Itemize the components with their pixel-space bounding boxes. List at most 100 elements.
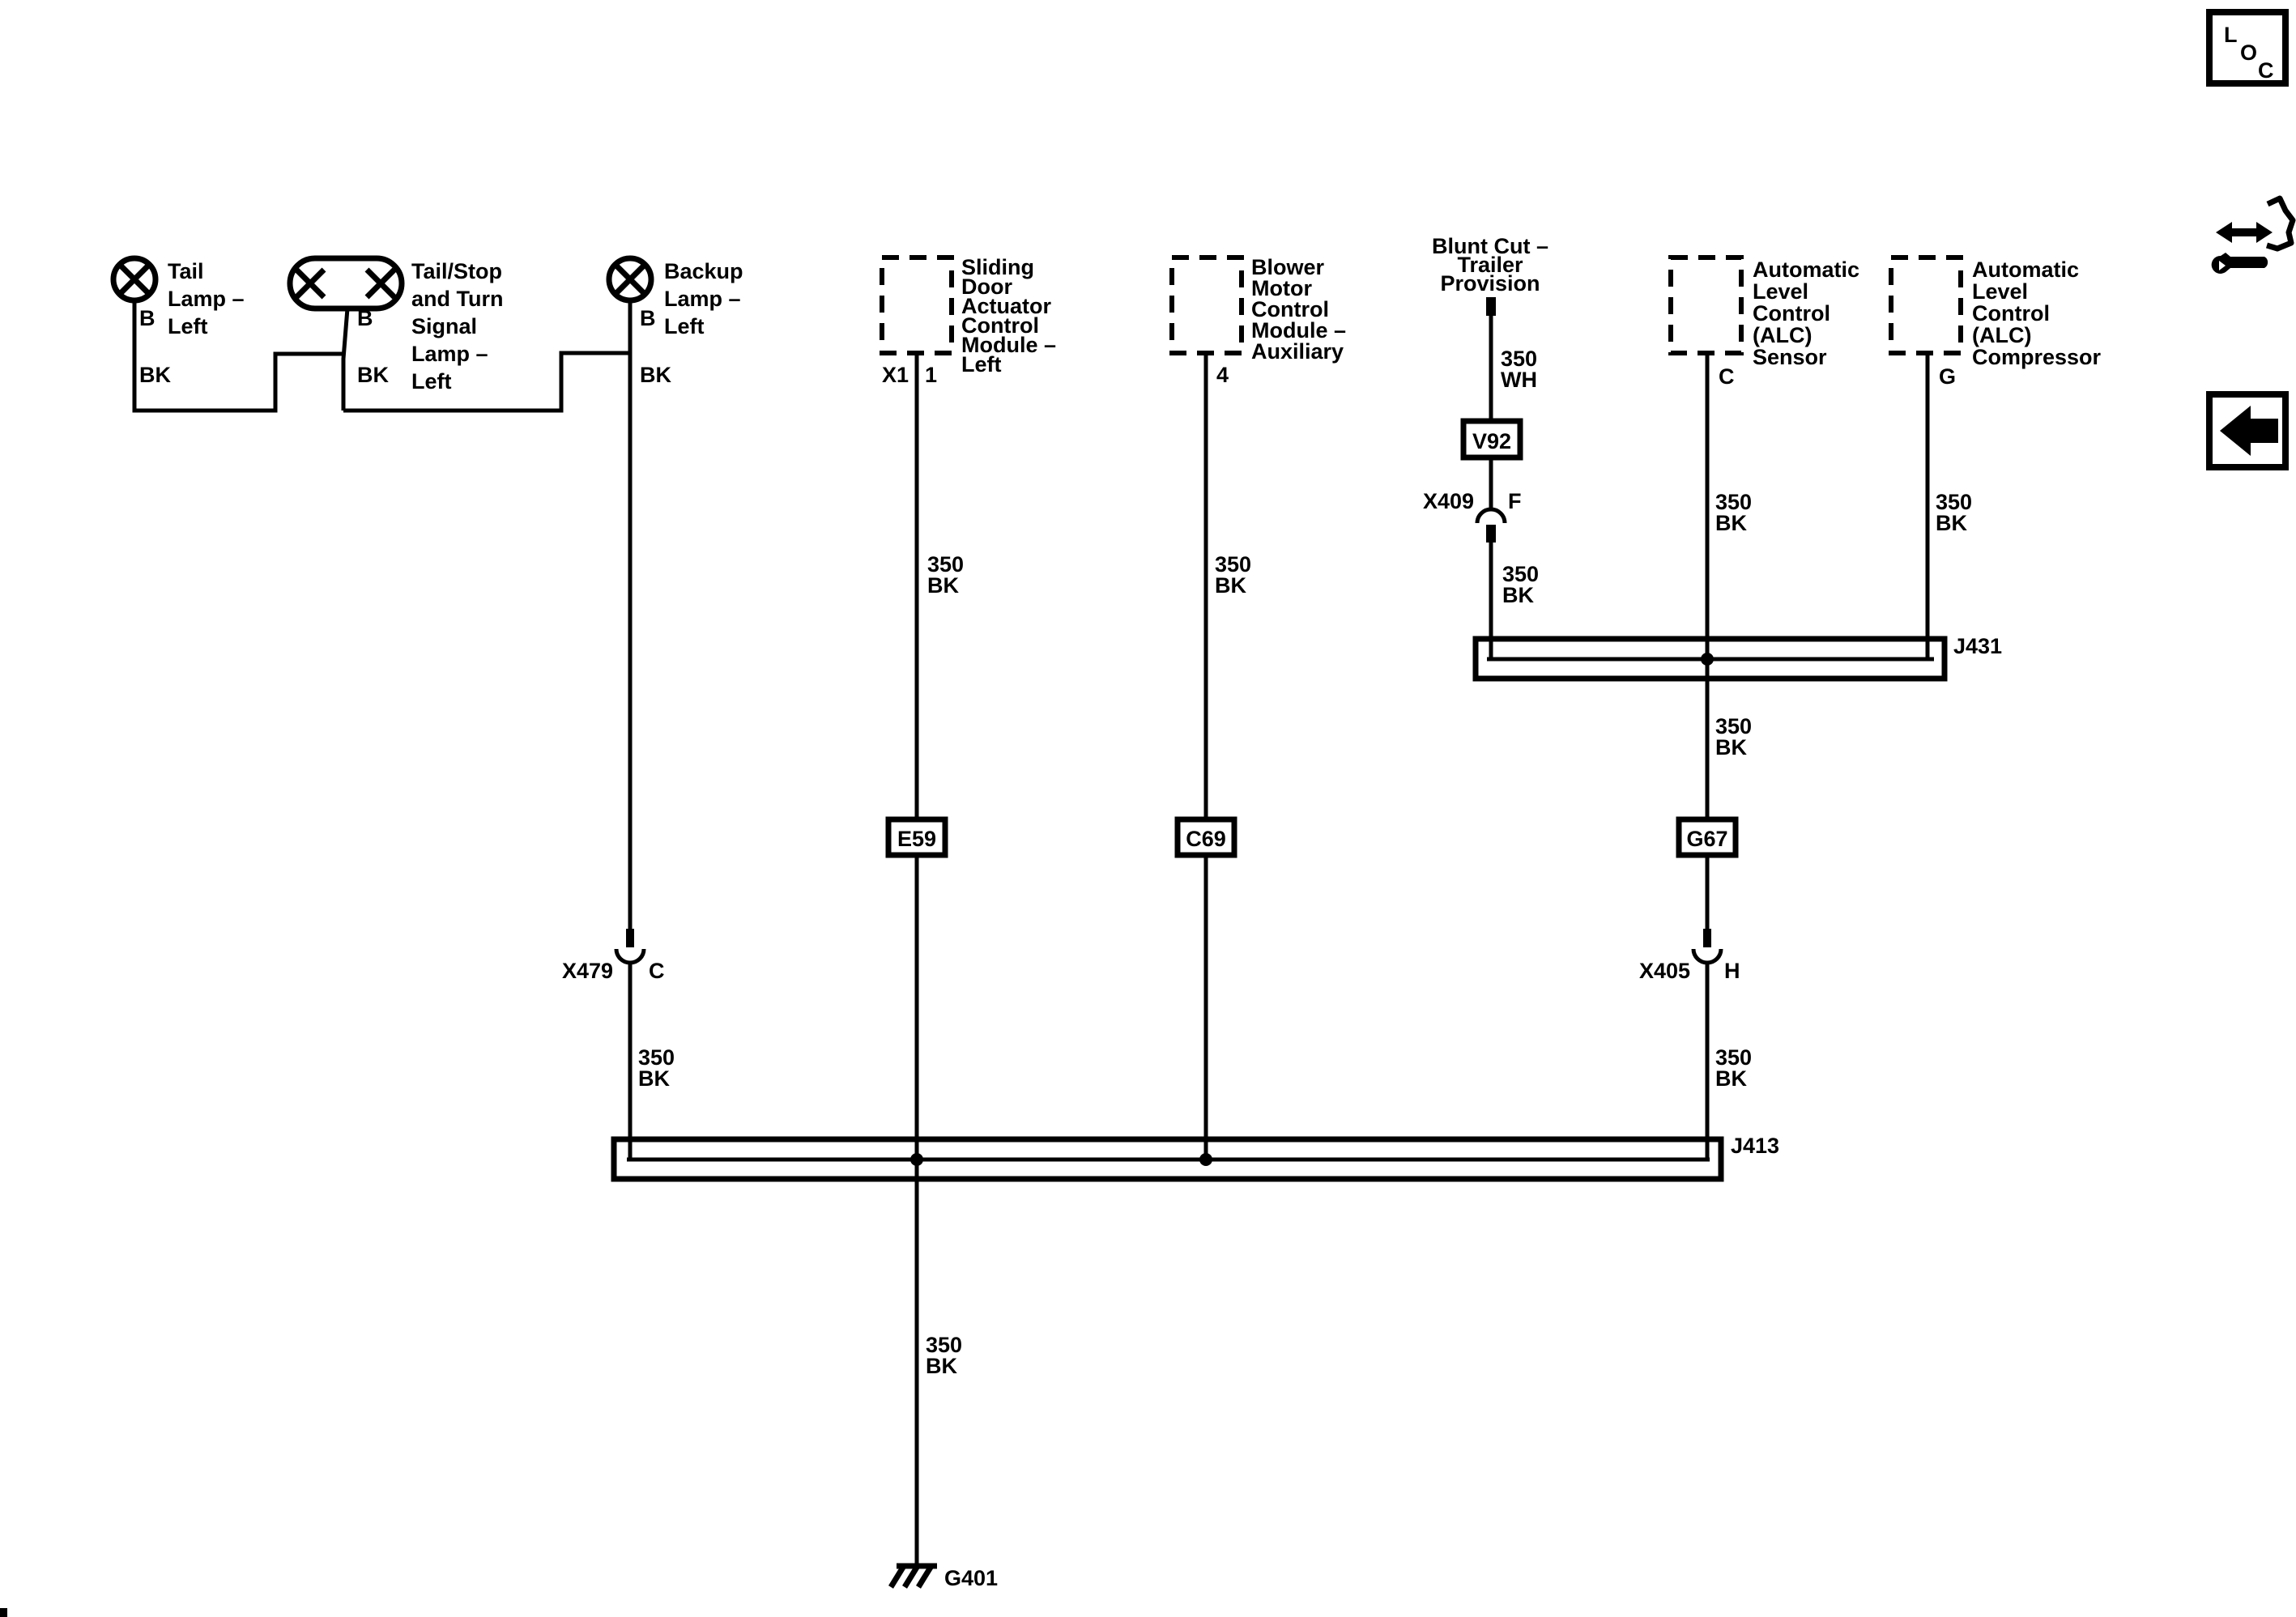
alc-compressor-box	[1889, 255, 1963, 355]
x479-socket-arc	[614, 948, 646, 965]
x479-name-label: X479	[562, 959, 613, 983]
alc-sensor-pin-label: C	[1719, 364, 1735, 389]
j413-label: J413	[1731, 1134, 1779, 1158]
tail-lamp-pin-label: B	[139, 306, 155, 330]
g401-label: G401	[944, 1566, 998, 1590]
splice-e59: E59	[885, 816, 948, 858]
wire-ground-bus-left	[343, 351, 628, 413]
j413-outer	[611, 1136, 1724, 1182]
c69-box	[1174, 816, 1237, 858]
loc-button-box[interactable]	[2206, 9, 2289, 87]
v92-label: V92	[1472, 429, 1511, 453]
x409-pin-symbol	[1486, 525, 1496, 543]
back-arrow-icon	[2220, 406, 2278, 456]
tail-stop-turn-lamp-pin-label: B	[357, 306, 373, 330]
x479-pin-label: C	[649, 959, 665, 983]
tools-double-arrow	[2216, 222, 2273, 243]
backup-lamp-pin-label: B	[640, 306, 656, 330]
loc-letter-l: L	[2224, 23, 2238, 47]
wire-tail-stop-lamp-stem	[341, 308, 350, 411]
x405-pin-symbol	[1703, 929, 1711, 947]
tools-icon[interactable]	[2211, 195, 2296, 274]
blower-module-box	[1169, 255, 1244, 355]
tools-pointer-outline	[2265, 195, 2296, 252]
sliding-door-connector-label: X1	[882, 363, 909, 387]
e59-label: E59	[897, 827, 936, 851]
j413-junction-dot-e59	[910, 1153, 923, 1166]
x479-pin-symbol	[626, 929, 634, 947]
x405-socket-arc	[1691, 948, 1723, 965]
g67-label: G67	[1686, 827, 1727, 851]
x405-name-label: X405	[1639, 959, 1690, 983]
alc-sensor-box	[1668, 255, 1744, 355]
splice-g67: G67	[1676, 816, 1739, 858]
v92-box	[1460, 418, 1523, 461]
wire-tail-lamp-stem	[132, 300, 343, 413]
j431-outer	[1472, 636, 1948, 682]
splice-c69: C69	[1174, 816, 1237, 858]
blunt-cut-terminal-symbol	[1486, 297, 1496, 316]
c69-label: C69	[1186, 827, 1226, 851]
x405-pin-label: H	[1724, 959, 1740, 983]
back-button[interactable]	[2206, 391, 2289, 470]
junction-block-j431: J431	[1472, 634, 2002, 682]
tail-lamp-symbol	[110, 255, 159, 304]
backup-lamp-x-glyph	[613, 262, 647, 296]
tail-stop-turn-lamp-wire-color: BK	[357, 363, 389, 387]
e59-box	[885, 816, 948, 858]
sliding-door-pin-label: 1	[925, 363, 937, 387]
tail-lamp-wire-color: BK	[139, 363, 171, 387]
loc-letter-o: O	[2240, 40, 2257, 65]
loc-letter-c: C	[2258, 58, 2274, 83]
sliding-door-module-box	[880, 255, 954, 355]
g401-ground-symbol	[888, 1563, 937, 1589]
tail-lamp-x-glyph	[117, 262, 151, 296]
alc-compressor-pin-label: G	[1939, 364, 1956, 389]
tail-stop-turn-lamp-x-glyphs	[294, 267, 397, 300]
j431-junction-dot	[1701, 653, 1714, 666]
x409-pin-label: F	[1508, 489, 1522, 513]
x409-name-label: X409	[1423, 489, 1474, 513]
g67-box	[1676, 816, 1739, 858]
blower-pin-label: 4	[1216, 363, 1229, 387]
j413-junction-dot-c69	[1199, 1153, 1212, 1166]
junction-block-j413: J413	[611, 1134, 1779, 1182]
tools-wrench	[2211, 253, 2268, 274]
splice-v92: V92	[1460, 418, 1523, 461]
backup-lamp-symbol	[606, 255, 654, 304]
backup-lamp-wire-color: BK	[640, 363, 671, 387]
page-corner-mark	[0, 1608, 7, 1617]
loc-button[interactable]: L O C	[2206, 9, 2289, 87]
tail-stop-turn-lamp-symbol	[287, 255, 405, 312]
